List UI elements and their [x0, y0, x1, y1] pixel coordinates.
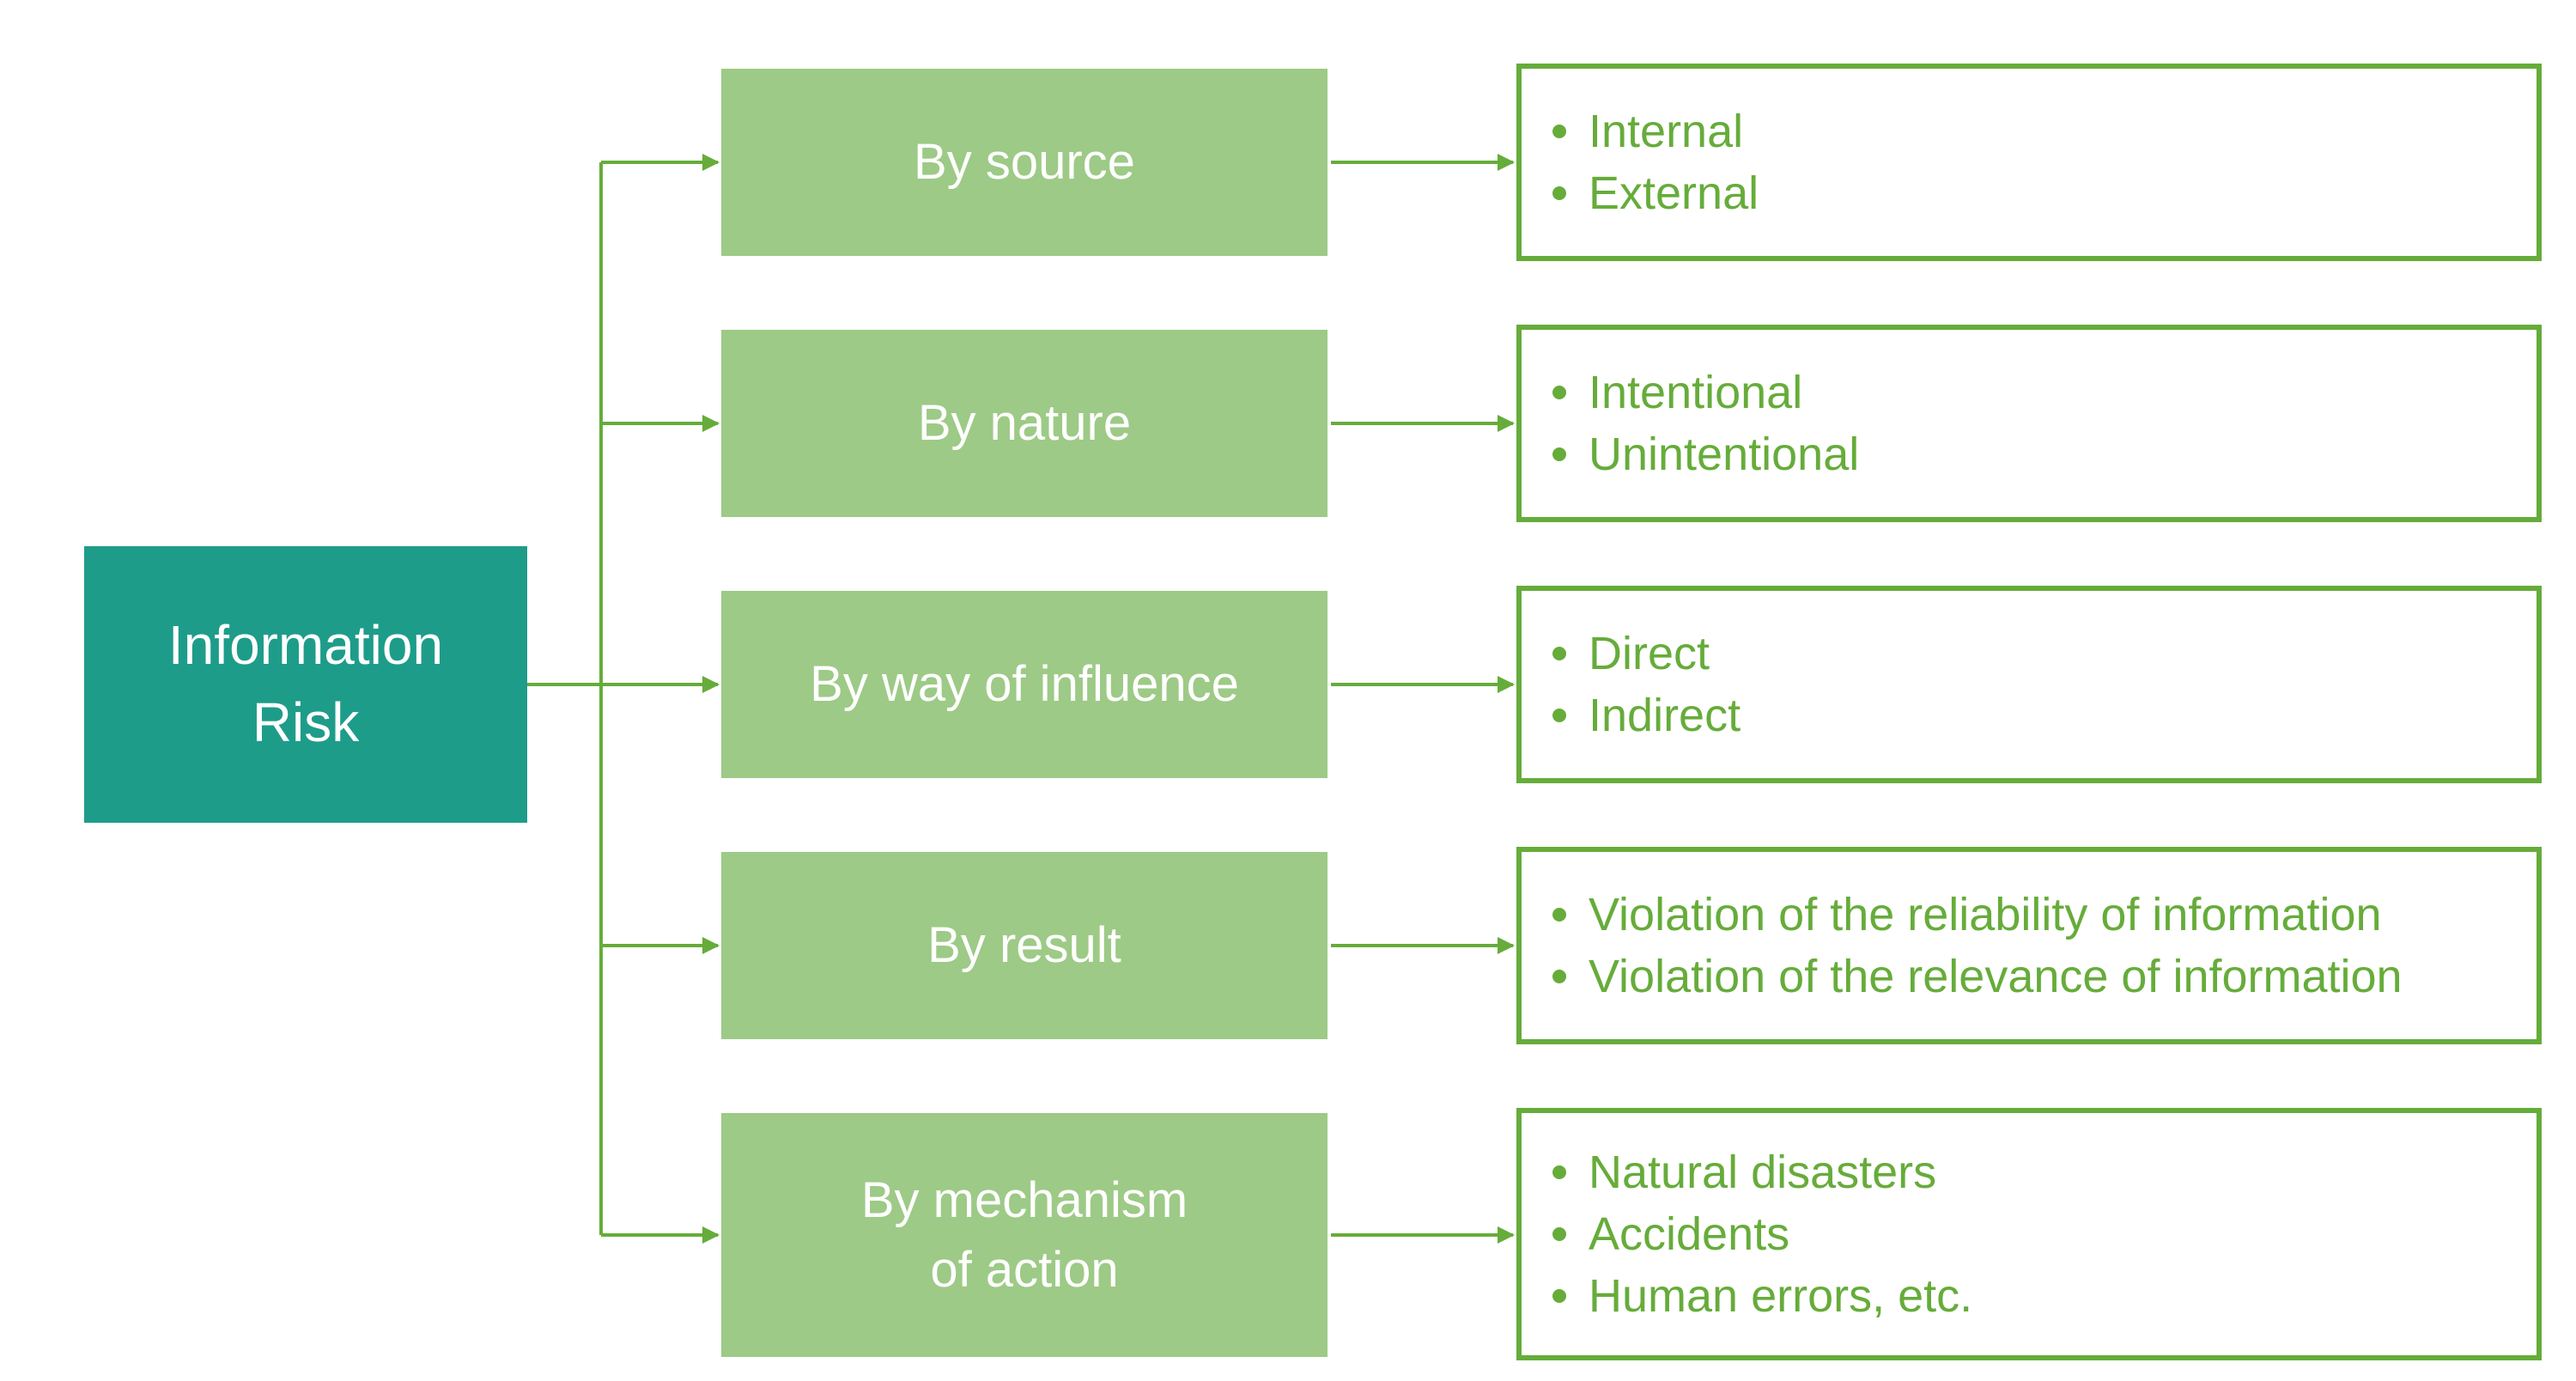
category-by-result: By result	[721, 852, 1327, 1039]
item-text: Direct	[1589, 628, 1710, 679]
items-box-by-nature: Intentional Unintentional	[1516, 325, 2542, 522]
items-box-by-source: Internal External	[1516, 64, 2542, 261]
bullet-icon	[1552, 386, 1566, 399]
root-label-line-1: Information	[167, 614, 444, 677]
item-text: Violation of the relevance of informatio…	[1589, 951, 2403, 1002]
bullet-icon	[1552, 1227, 1566, 1241]
bullet-icon	[1552, 186, 1566, 200]
list-item: External	[1552, 162, 2537, 224]
category-label: By source	[914, 134, 1135, 191]
item-text: Internal	[1589, 106, 1744, 157]
list-item: Natural disasters	[1552, 1141, 2537, 1203]
item-text: Violation of the reliability of informat…	[1589, 889, 2382, 940]
category-label: By result	[927, 917, 1121, 974]
bullet-icon	[1552, 125, 1566, 138]
root-label-line-2: Risk	[252, 691, 360, 753]
category-by-mechanism-of-action: By mechanism of action	[721, 1113, 1327, 1357]
items-box-by-result: Violation of the reliability of informat…	[1516, 847, 2542, 1044]
items-box-by-way-of-influence: Direct Indirect	[1516, 586, 2542, 783]
category-label-line-1: By mechanism	[860, 1171, 1188, 1228]
item-text: Human errors, etc.	[1589, 1270, 1973, 1322]
list-item: Violation of the reliability of informat…	[1552, 884, 2537, 946]
list-item: Intentional	[1552, 362, 2537, 423]
category-label-line-2: of action	[930, 1242, 1119, 1298]
category-label: By way of influence	[810, 656, 1239, 713]
item-text: Unintentional	[1589, 429, 1860, 480]
item-text: Natural disasters	[1589, 1147, 1937, 1198]
item-text: External	[1589, 167, 1759, 219]
category-by-nature: By nature	[721, 330, 1327, 517]
bullet-icon	[1552, 709, 1566, 722]
list-item: Indirect	[1552, 684, 2537, 746]
items-box-by-mechanism-of-action: Natural disasters Accidents Human errors…	[1516, 1108, 2542, 1360]
list-item: Human errors, etc.	[1552, 1265, 2537, 1327]
item-text: Indirect	[1589, 690, 1741, 741]
bullet-icon	[1552, 908, 1566, 922]
bullet-icon	[1552, 970, 1566, 983]
list-item: Violation of the relevance of informatio…	[1552, 946, 2537, 1007]
category-by-source: By source	[721, 69, 1327, 256]
list-item: Unintentional	[1552, 423, 2537, 485]
category-by-way-of-influence: By way of influence	[721, 591, 1327, 778]
item-text: Accidents	[1589, 1208, 1790, 1260]
bullet-icon	[1552, 647, 1566, 660]
bullet-icon	[1552, 1165, 1566, 1179]
category-label: By nature	[917, 395, 1132, 452]
list-item: Direct	[1552, 623, 2537, 684]
item-text: Intentional	[1589, 367, 1803, 418]
bullet-icon	[1552, 1289, 1566, 1303]
root-node-information-risk: Information Risk	[84, 546, 527, 823]
bullet-icon	[1552, 447, 1566, 461]
list-item: Internal	[1552, 100, 2537, 162]
list-item: Accidents	[1552, 1203, 2537, 1265]
